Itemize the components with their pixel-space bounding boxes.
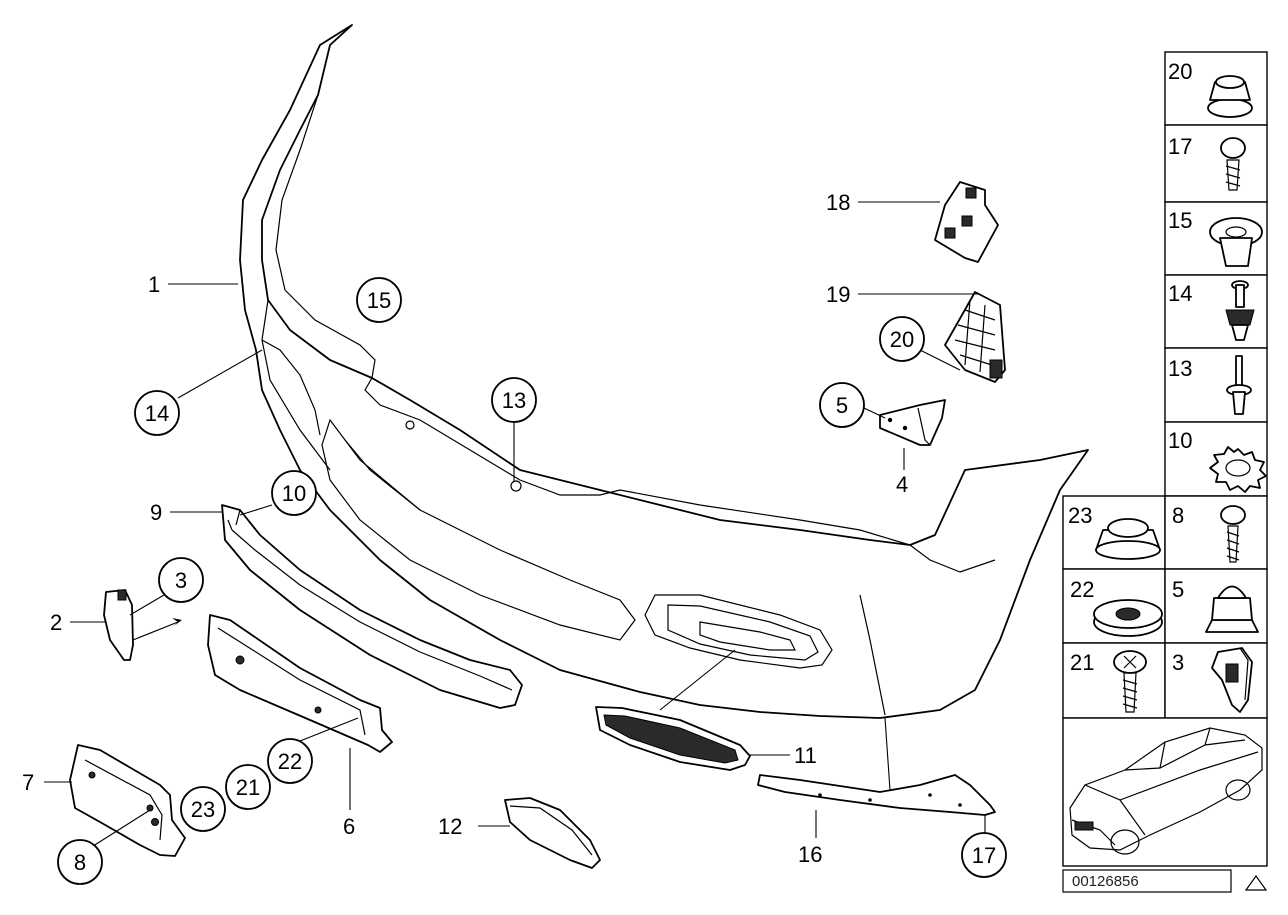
svg-text:21: 21 xyxy=(1070,650,1094,675)
screw-icon xyxy=(1220,137,1246,191)
callout-11: 11 xyxy=(794,743,817,768)
grommet-icon xyxy=(1095,518,1161,560)
callout-2: 2 xyxy=(50,610,62,635)
callout-1: 1 xyxy=(148,272,160,297)
svg-text:21: 21 xyxy=(236,775,260,800)
svg-text:8: 8 xyxy=(74,850,86,875)
legend-cell-10: 10 xyxy=(1164,421,1268,497)
clip-icon xyxy=(1211,647,1253,713)
callout-14: 14 xyxy=(134,390,180,436)
legend-cell-21: 21 xyxy=(1062,642,1166,719)
callout-23: 23 xyxy=(180,786,226,832)
legend-cell-8: 8 xyxy=(1164,495,1268,570)
document-number: 00126856 xyxy=(1072,873,1139,890)
svg-text:13: 13 xyxy=(1168,356,1192,381)
bumper-cover xyxy=(239,24,1089,719)
callout-18: 18 xyxy=(826,190,850,215)
callout-6: 6 xyxy=(343,814,355,839)
tow-eye-cover xyxy=(504,797,601,869)
callout-3: 3 xyxy=(158,557,204,603)
callout-9: 9 xyxy=(150,500,162,525)
callout-5: 5 xyxy=(819,382,865,428)
legend-cell-22: 22 xyxy=(1062,568,1166,644)
callout-20: 20 xyxy=(879,316,925,362)
callout-17: 17 xyxy=(961,832,1007,878)
callout-8: 8 xyxy=(57,839,103,885)
cap-nut-icon xyxy=(1205,585,1259,633)
bracket-4 xyxy=(879,399,946,446)
rivet-icon xyxy=(1226,355,1252,415)
callout-10: 10 xyxy=(271,470,317,516)
svg-text:20: 20 xyxy=(1168,59,1192,84)
screw-icon xyxy=(1113,650,1147,713)
clip-nut-icon xyxy=(1209,217,1263,267)
svg-text:23: 23 xyxy=(191,797,215,822)
tow-hook-cover xyxy=(103,589,182,661)
callout-16: 16 xyxy=(798,842,822,867)
grille-strip xyxy=(221,504,523,709)
callout-19: 19 xyxy=(826,282,850,307)
license-plate-base xyxy=(207,614,393,753)
bracket-18 xyxy=(934,181,999,263)
legend-cell-vehicle xyxy=(1062,717,1268,867)
svg-text:3: 3 xyxy=(175,568,187,593)
svg-text:8: 8 xyxy=(1172,503,1184,528)
callout-13: 13 xyxy=(491,377,537,423)
legend-cell-20: 20 xyxy=(1164,51,1268,126)
screw-icon xyxy=(1220,505,1246,563)
svg-text:10: 10 xyxy=(282,481,306,506)
legend-cell-13: 13 xyxy=(1164,347,1268,423)
svg-text:20: 20 xyxy=(890,327,914,352)
svg-text:22: 22 xyxy=(278,749,302,774)
legend-cell-15: 15 xyxy=(1164,201,1268,276)
callouts-circled: 3 5 8 10 13 14 15 17 20 21 22 23 xyxy=(57,277,1007,885)
callouts-plain: 1 2 4 6 7 9 11 12 16 18 19 xyxy=(22,190,908,867)
callout-22: 22 xyxy=(267,738,313,784)
svg-text:15: 15 xyxy=(1168,208,1192,233)
callout-12: 12 xyxy=(438,814,462,839)
lock-washer-icon xyxy=(1209,446,1267,493)
legend-cell-14: 14 xyxy=(1164,274,1268,349)
washer-icon xyxy=(1093,599,1163,637)
callout-4: 4 xyxy=(896,472,908,497)
bracket-19 xyxy=(944,291,1006,383)
svg-text:5: 5 xyxy=(1172,577,1184,602)
svg-text:5: 5 xyxy=(836,393,848,418)
undertray-strip xyxy=(757,774,996,816)
svg-text:22: 22 xyxy=(1070,577,1094,602)
fog-light-cover xyxy=(595,706,751,771)
leader-lines xyxy=(44,201,986,849)
legend-cell-17: 17 xyxy=(1164,124,1268,203)
svg-text:17: 17 xyxy=(1168,134,1192,159)
callout-21: 21 xyxy=(225,764,271,810)
triangle-icon xyxy=(1244,874,1268,891)
hardware-legend: 20 17 15 xyxy=(1062,51,1268,867)
nut-icon xyxy=(1207,75,1253,118)
svg-text:3: 3 xyxy=(1172,650,1184,675)
svg-text:17: 17 xyxy=(972,843,996,868)
callout-15: 15 xyxy=(356,277,402,323)
svg-text:15: 15 xyxy=(367,288,391,313)
legend-cell-23: 23 xyxy=(1062,495,1166,570)
expanding-rivet-icon xyxy=(1225,280,1255,341)
svg-text:14: 14 xyxy=(1168,281,1192,306)
document-number-box: 00126856 xyxy=(1062,869,1232,893)
legend-cell-5: 5 xyxy=(1164,568,1268,644)
car-icon xyxy=(1069,727,1263,855)
svg-text:10: 10 xyxy=(1168,428,1192,453)
svg-text:23: 23 xyxy=(1068,503,1092,528)
legend-cell-3: 3 xyxy=(1164,642,1268,719)
svg-text:14: 14 xyxy=(145,401,169,426)
svg-text:13: 13 xyxy=(502,388,526,413)
license-plate-bracket xyxy=(69,744,186,857)
callout-7: 7 xyxy=(22,770,34,795)
